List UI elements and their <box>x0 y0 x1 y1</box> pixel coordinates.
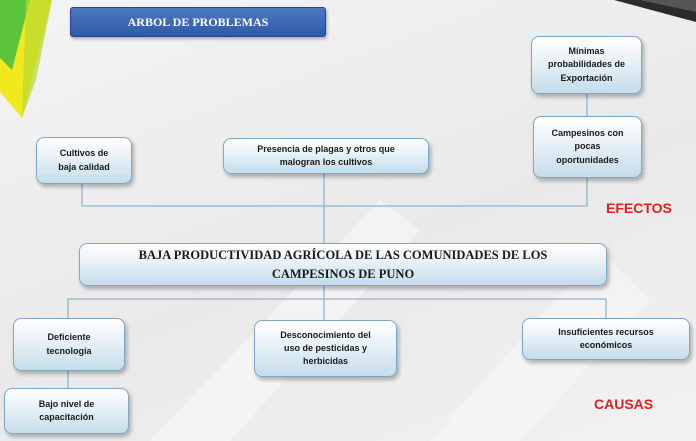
effect-exports-line3: Exportación <box>560 72 613 83</box>
causes-connector <box>67 298 607 318</box>
page-title: ARBOL DE PROBLEMAS <box>70 7 326 37</box>
cause-pesticides-line2: uso de pesticidas y <box>283 342 368 353</box>
cause-low-training: Bajo nivel de capacitación <box>4 388 129 434</box>
effect-opportunities-line2: pocas <box>574 141 601 152</box>
cause-pesticides-line1: Desconocimiento del <box>280 329 371 340</box>
effect-opportunities-line1: Campesinos con <box>551 128 624 139</box>
cause-pesticides-line3: herbicidas <box>302 356 349 367</box>
effect-pests-line1: Presencia de plagas y otros que <box>257 143 395 154</box>
effect-low-export-probability: Mínimas probabilidades de Exportación <box>531 36 642 94</box>
effect-opportunities-line3: oportunidades <box>556 154 619 165</box>
effect-pests-presence: Presencia de plagas y otros que malogran… <box>223 138 429 174</box>
cause-technology-line2: tecnología <box>46 345 92 356</box>
cause-training-line1: Bajo nivel de <box>38 398 95 409</box>
causes-label: CAUSAS <box>594 396 654 412</box>
cause-training-line2: capacitación <box>39 412 94 422</box>
cause-insufficient-resources: Insuficientes recursos económicos <box>522 318 690 360</box>
main-problem-line2: CAMPESINOS DE PUNO <box>271 266 415 281</box>
cause-resources-line1: Insuficientes recursos <box>558 326 654 337</box>
effect-crops-line1: Cultivos de <box>59 148 109 159</box>
effect-few-opportunities: Campesinos con pocas oportunidades <box>533 116 642 178</box>
cause-resources-line2: económicos <box>579 340 633 350</box>
effects-label: EFECTOS <box>606 200 672 216</box>
cause-technology-line1: Deficiente <box>47 332 91 343</box>
effect-exports-line1: Mínimas <box>568 46 605 57</box>
effect-pests-line2: malogran los cultivos <box>279 157 373 167</box>
effect-crops-line2: baja calidad <box>58 161 110 172</box>
cause-pesticide-unawareness: Desconocimiento del uso de pesticidas y … <box>254 320 397 377</box>
cause-deficient-technology: Deficiente tecnología <box>13 318 125 371</box>
effects-connector <box>81 178 588 207</box>
effect-exports-line2: probabilidades de <box>547 59 625 70</box>
main-problem: BAJA PRODUCTIVIDAD AGRÍCOLA DE LAS COMUN… <box>79 243 607 286</box>
effect-low-quality-crops: Cultivos de baja calidad <box>36 137 132 184</box>
main-problem-line1: BAJA PRODUCTIVIDAD AGRÍCOLA DE LAS COMUN… <box>138 248 548 263</box>
